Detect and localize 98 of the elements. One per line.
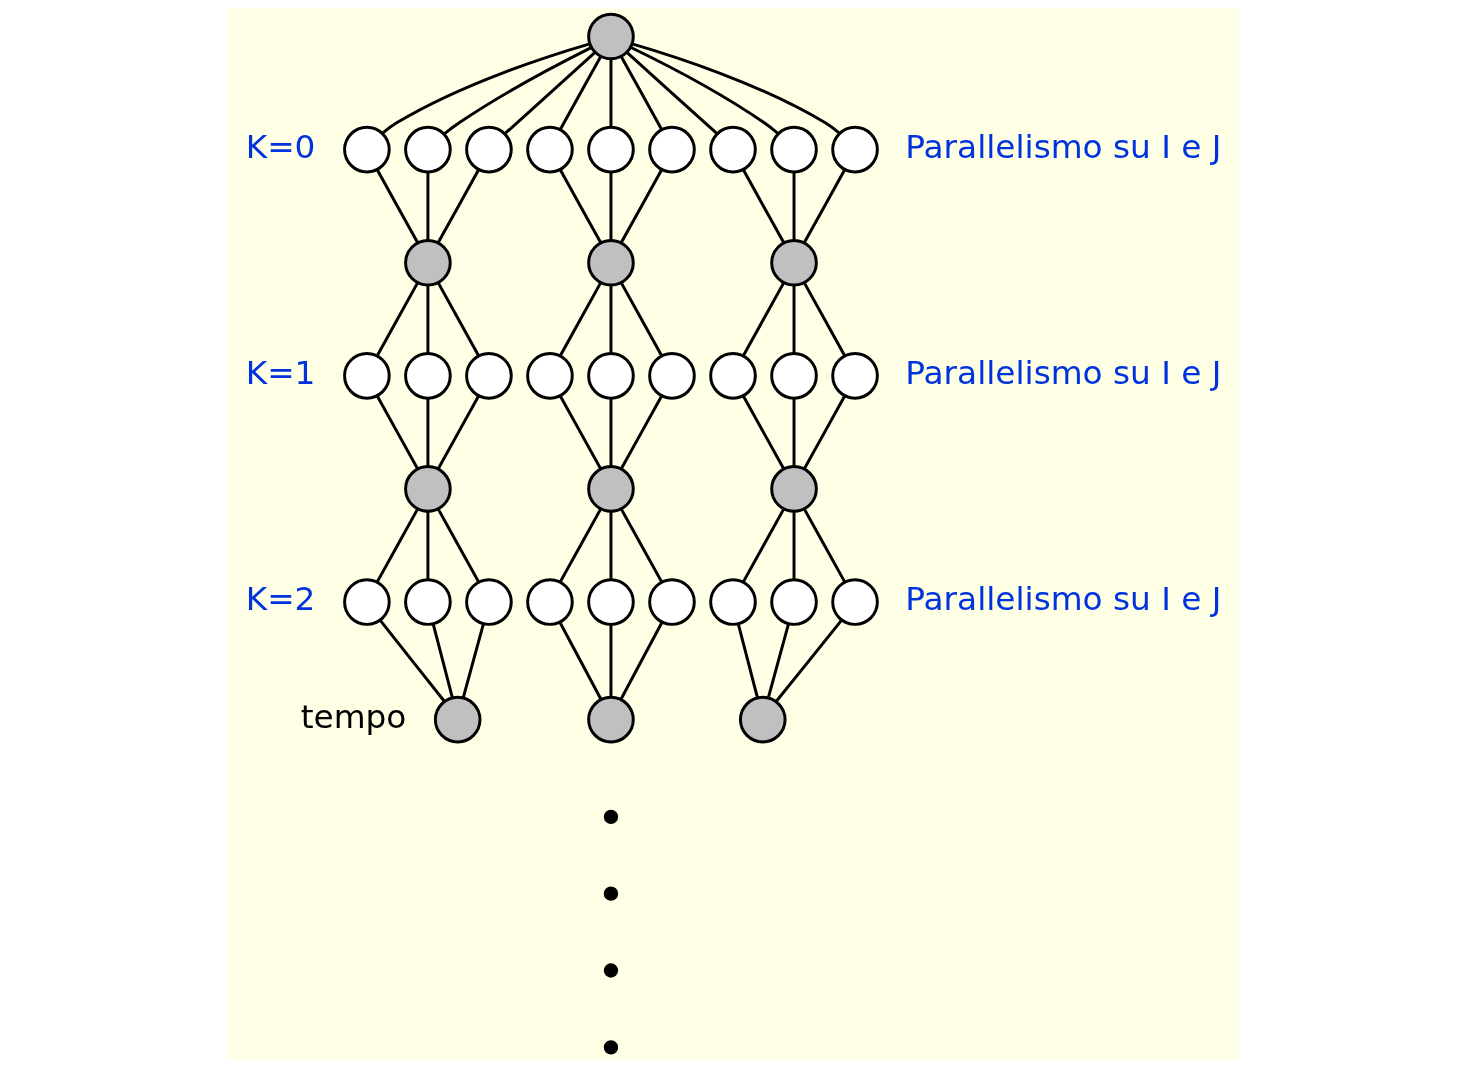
node-circle [343,125,391,174]
connector [443,46,592,136]
connector [792,285,796,354]
node-circle [587,352,635,400]
node-circle [770,578,818,626]
node-circle [343,578,391,626]
connector [558,282,602,357]
label: K=1 [245,354,316,393]
connector [375,508,419,583]
connector [741,508,785,583]
connector [436,169,480,244]
connector [619,395,663,470]
node-circle [433,695,482,744]
connector [375,169,420,244]
connector [375,395,420,470]
connector [802,395,846,470]
connector [631,42,841,135]
connector [803,508,847,583]
connector [461,623,485,699]
connector [559,169,603,244]
node-circle [709,352,757,400]
node-circle [648,578,696,626]
connector [609,285,613,354]
connector [620,55,664,131]
node-circle [404,352,452,400]
node-circle [587,238,635,287]
connector [609,59,613,127]
connector [792,511,796,580]
node-circle [404,465,452,513]
connector [736,623,759,699]
connector [426,285,430,354]
connector [381,42,591,135]
connector [559,395,603,470]
connector [742,395,786,470]
connector [609,398,613,467]
connector [558,55,602,131]
label: tempo [300,697,407,736]
connector [436,395,480,470]
connector [620,508,664,583]
node-circle [648,125,696,174]
connector [620,282,664,357]
node-circle [526,352,574,400]
node-circle [587,578,635,626]
connector [426,511,430,580]
label: Parallelismo su I e J [905,580,1222,619]
connector [609,624,613,698]
connector [426,398,430,467]
connector [609,511,613,580]
label: Parallelismo su I e J [905,354,1222,393]
label: Parallelismo su I e J [905,127,1222,166]
connector [426,172,430,241]
node-circle [770,125,818,174]
connector [379,619,446,703]
connector [741,282,785,357]
node-circle [770,465,818,513]
node-circle [738,695,787,744]
connector [774,619,843,703]
connector [436,508,481,583]
node-circle [404,238,452,287]
label: K=0 [245,127,316,166]
connector [558,508,602,583]
connector [619,169,663,244]
node-circle [404,125,452,174]
connector [792,172,796,241]
node-circle [709,125,757,174]
node-circle [343,352,391,400]
connector [629,45,780,135]
node-circle [465,352,513,400]
connector [503,51,596,135]
node-circle [831,125,879,174]
node-circle [587,12,635,61]
node-circle [526,578,574,626]
node-circle [587,125,635,174]
connector [625,51,719,135]
connector [742,169,786,244]
connector [558,621,603,701]
connector [803,282,847,357]
node-circle [770,238,818,287]
connector [619,621,664,701]
node-circle [587,465,635,513]
node-circle [465,578,513,626]
connector [431,623,454,699]
connector [802,169,846,244]
node-circle [526,125,574,174]
connector [792,398,796,467]
node-circle [404,578,452,626]
node-circle [709,578,757,626]
node-circle [465,125,513,174]
node-circle [770,352,818,400]
node-circle [831,578,879,626]
connector [609,172,613,241]
label: K=2 [245,580,316,619]
node-circle [648,352,696,400]
connector [375,282,419,357]
connector [766,623,790,699]
connector [436,282,481,357]
node-circle [831,352,879,400]
node-circle [587,695,635,744]
